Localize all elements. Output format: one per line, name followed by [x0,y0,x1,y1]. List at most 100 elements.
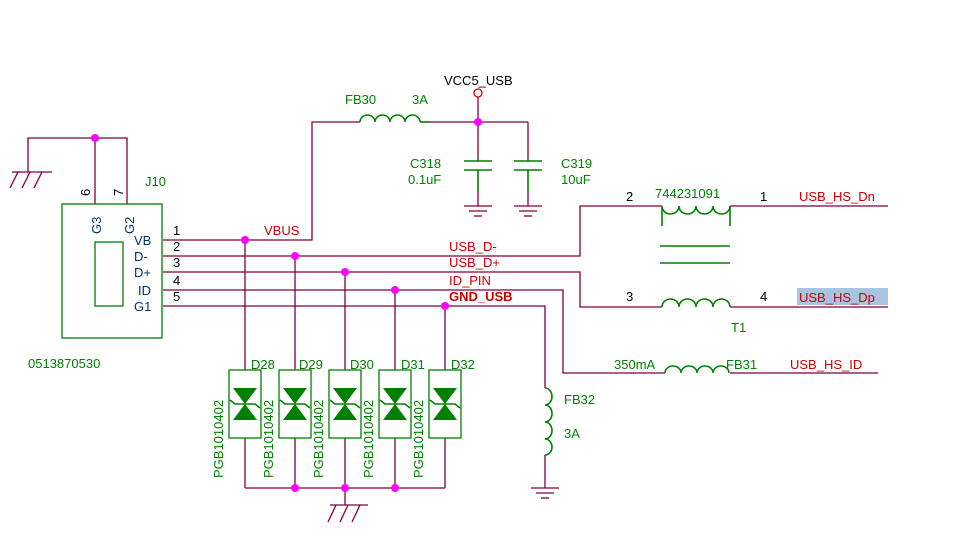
diode-ref: D32 [451,357,475,372]
c319-value: 10uF [561,172,591,187]
tvs-diode-d28[interactable]: D28 PGB1010402 [211,357,275,478]
net-label-vbus[interactable]: VBUS [264,223,300,238]
ground-icon [514,192,542,217]
junction-dot [291,252,299,260]
junction-dot [391,484,399,492]
tvs-diode-d30[interactable]: D30 PGB1010402 [311,357,374,478]
connector-inner [94,241,124,307]
choke-pin-3: 3 [626,289,633,304]
wire-usb-dp [163,271,662,308]
choke-pin-1: 1 [760,189,767,204]
ground-symbols [9,171,559,523]
net-label-hs-id[interactable]: USB_HS_ID [790,357,862,372]
connector-ref: J10 [145,174,166,189]
c319-ref: C319 [561,156,592,171]
wire-gnd-usb [163,305,546,388]
wire-id-pin [163,289,665,374]
wire-usb-dm [163,205,662,257]
pin-num-6: 6 [78,189,93,196]
pin-label-id: ID [138,283,151,298]
inductor-icon [664,365,730,374]
junction-dot [291,484,299,492]
pin-label-g1: G1 [134,299,151,314]
pin-label-dp: D+ [134,265,151,280]
capacitor-c318[interactable]: C318 0.1uF [408,156,492,192]
pin-num-3: 3 [173,255,180,270]
pin-label-g2: G2 [122,217,137,234]
tvs-diode-icon [433,388,457,404]
choke-pin-4: 4 [760,289,767,304]
tvs-diode-icon [383,388,407,404]
selection-highlight [797,288,888,305]
diode-part: PGB1010402 [361,400,376,478]
tvs-diode-d29[interactable]: D29 PGB1010402 [261,357,323,478]
net-label-hs-dp[interactable]: USB_HS_Dp [799,290,875,305]
tvs-diode-d32[interactable]: D32 PGB1010402 [411,357,475,478]
junction-dot [441,302,449,310]
inductor-icon [661,205,731,226]
junction-dot [341,484,349,492]
net-label-hs-dn[interactable]: USB_HS_Dn [799,189,875,204]
net-labels: VBUS USB_D- USB_D+ ID_PIN GND_USB VCC5_U… [264,73,888,372]
capacitor-c319[interactable]: C319 10uF [514,156,592,192]
fb32-ref: FB32 [564,392,595,407]
junction-dot [341,268,349,276]
fb31-ref: FB31 [726,357,757,372]
tvs-diode-d31[interactable]: D31 PGB1010402 [361,357,425,478]
net-label-id-pin[interactable]: ID_PIN [449,273,491,288]
connector-part: 0513870530 [28,356,100,371]
pin-num-1: 1 [173,223,180,238]
tvs-diode-icon [283,388,307,404]
choke-pin-2: 2 [626,189,633,204]
diode-ref: D29 [299,357,323,372]
choke-part: 744231091 [655,186,720,201]
wire-shield-top [94,137,128,204]
power-port-icon[interactable] [473,88,483,98]
pin-label-g3: G3 [89,217,104,234]
net-label-usb-dm[interactable]: USB_D- [449,239,497,254]
ferrite-fb30[interactable]: FB30 3A [345,92,430,123]
pin-label-dm: D- [134,249,148,264]
diode-ref: D31 [401,357,425,372]
ground-icon [531,487,559,499]
ground-icon [464,192,492,217]
wire-vbus [163,121,360,241]
chassis-ground-icon [9,171,52,189]
diode-ref: D30 [350,357,374,372]
pin-label-vb: VB [134,233,151,248]
fb32-rating: 3A [564,426,580,441]
inductor-icon [544,387,553,456]
pin-num-2: 2 [173,239,180,254]
choke-ref: T1 [731,320,746,335]
c318-value: 0.1uF [408,172,441,187]
net-label-vcc5[interactable]: VCC5_USB [444,73,513,88]
ferrite-fb31[interactable]: 350mA FB31 [614,357,757,374]
junction-dot [241,236,249,244]
fb30-rating: 3A [412,92,428,107]
wires [27,97,888,505]
junctions [91,118,482,492]
diode-part: PGB1010402 [411,400,426,478]
fb31-rating: 350mA [614,357,656,372]
net-label-gnd-usb[interactable]: GND_USB [449,289,513,304]
diode-ref: D28 [251,357,275,372]
diode-part: PGB1010402 [311,400,326,478]
junction-dot [391,286,399,294]
pin-num-7: 7 [111,189,126,196]
wire-shield-gnd [27,137,95,172]
net-label-usb-dp[interactable]: USB_D+ [449,255,500,270]
tvs-diode-icon [233,388,257,404]
ferrite-fb32[interactable]: FB32 3A [544,387,595,456]
connector-body [61,203,163,339]
diode-part: PGB1010402 [211,400,226,478]
pin-num-5: 5 [173,289,180,304]
junction-dot [91,134,99,142]
inductor-icon [359,114,421,123]
tvs-diode-icon [333,388,357,404]
fb30-ref: FB30 [345,92,376,107]
chassis-ground-icon [327,504,368,523]
inductor-icon [661,298,731,308]
choke-t1[interactable]: 744231091 T1 2 1 3 4 [626,186,767,335]
connector-j10[interactable]: J10 0513870530 G3 G2 6 7 VB D- D+ ID G1 … [28,174,180,371]
